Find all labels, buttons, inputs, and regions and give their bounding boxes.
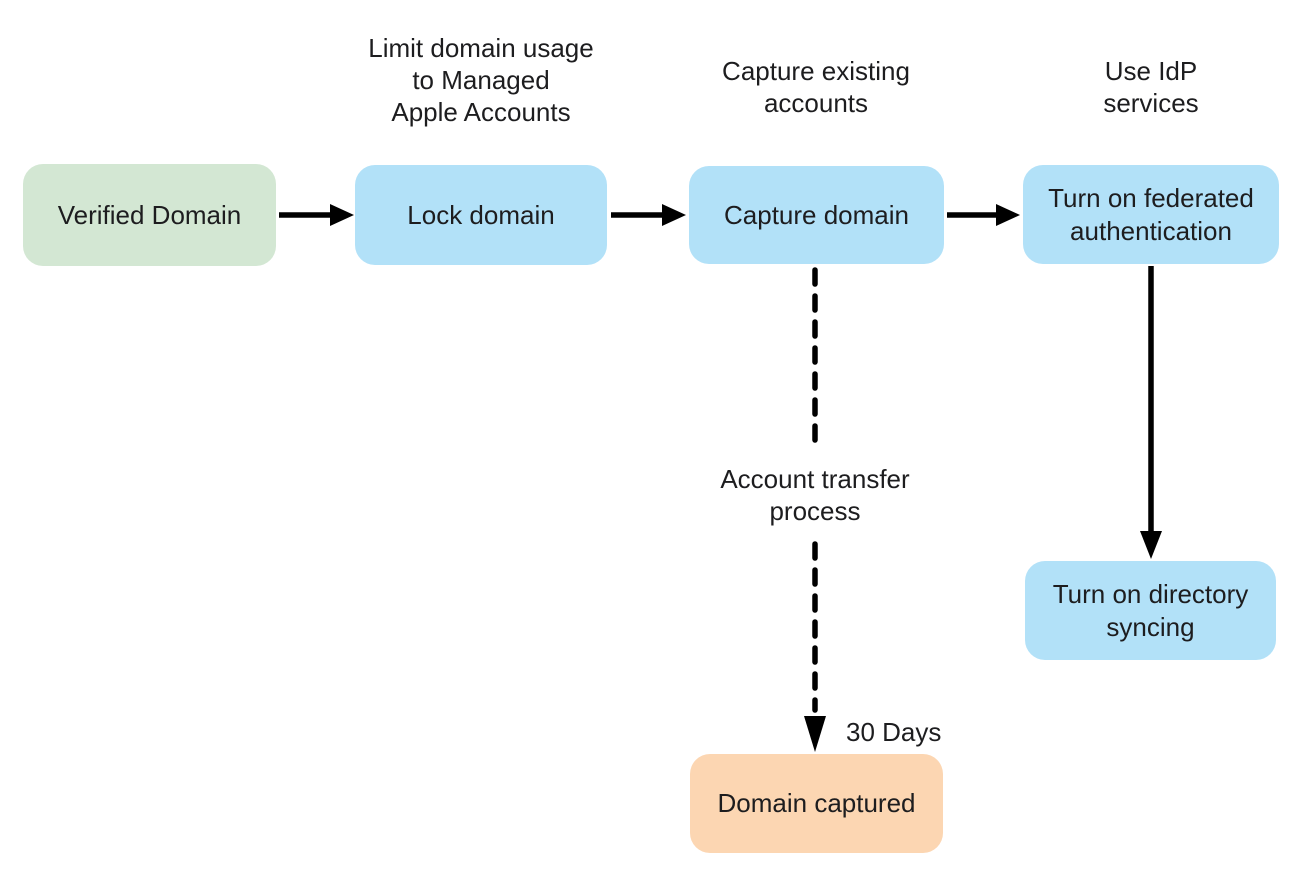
node-turn-on-directory-syncing-label: Turn on directory syncing [1052, 578, 1249, 642]
node-domain-captured-label: Domain captured [717, 788, 916, 818]
node-capture-domain-label: Capture domain [724, 199, 909, 230]
node-turn-on-federated-authentication: Turn on federated authentication [1023, 165, 1279, 264]
node-verified-domain: Verified Domain [23, 164, 276, 266]
node-lock-domain-label: Lock domain [407, 199, 555, 230]
annotation-capture-existing-accounts: Capture existing accounts [722, 56, 910, 118]
arrow-capture-to-federated [947, 204, 1020, 226]
annotation-use-idp-services: Use IdP services [1103, 56, 1199, 118]
node-domain-captured: Domain captured [690, 754, 943, 853]
arrow-lock-to-capture [611, 204, 686, 226]
node-turn-on-directory-syncing: Turn on directory syncing [1025, 561, 1276, 660]
node-lock-domain: Lock domain [355, 165, 607, 265]
annotation-account-transfer-process: Account transfer process [720, 464, 910, 526]
annotation-limit-domain-usage: Limit domain usage to Managed Apple Acco… [368, 33, 594, 127]
node-turn-on-federated-authentication-label: Turn on federated authentication [1048, 182, 1254, 246]
arrow-federated-to-directory [1140, 266, 1162, 559]
node-verified-domain-label: Verified Domain [57, 199, 242, 230]
annotation-thirty-days: 30 Days [846, 717, 942, 747]
node-capture-domain: Capture domain [689, 166, 944, 264]
arrow-verified-to-lock [279, 204, 354, 226]
